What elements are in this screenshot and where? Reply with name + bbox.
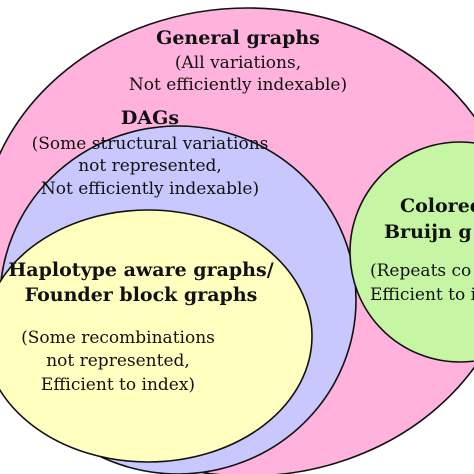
- colored-de-bruijn-region: [349, 141, 474, 363]
- colored-line-2: Efficient to i: [370, 285, 474, 305]
- haplotype-title-line-1: Haplotype aware graphs/: [8, 259, 273, 281]
- general-graphs-line-2: Not efficiently indexable): [129, 75, 347, 95]
- general-graphs-line-1: (All variations,: [175, 53, 301, 73]
- general-graphs-title: General graphs: [156, 27, 320, 49]
- haplotype-line-3: Efficient to index): [41, 375, 195, 395]
- dags-line-1: (Some structural variations: [32, 134, 269, 154]
- haplotype-line-2: not represented,: [46, 351, 190, 371]
- haplotype-line-1: (Some recombinations: [21, 328, 215, 348]
- dags-line-3: Not efficiently indexable): [41, 179, 259, 199]
- colored-title-line-1: Colored: [400, 195, 474, 217]
- dags-line-2: not represented,: [78, 156, 222, 176]
- dags-title: DAGs: [121, 107, 179, 129]
- haplotype-graphs-region: [0, 209, 313, 463]
- colored-title-line-2: Bruijn g: [384, 221, 472, 243]
- haplotype-title-line-2: Founder block graphs: [25, 284, 258, 306]
- colored-line-1: (Repeats co: [370, 261, 471, 281]
